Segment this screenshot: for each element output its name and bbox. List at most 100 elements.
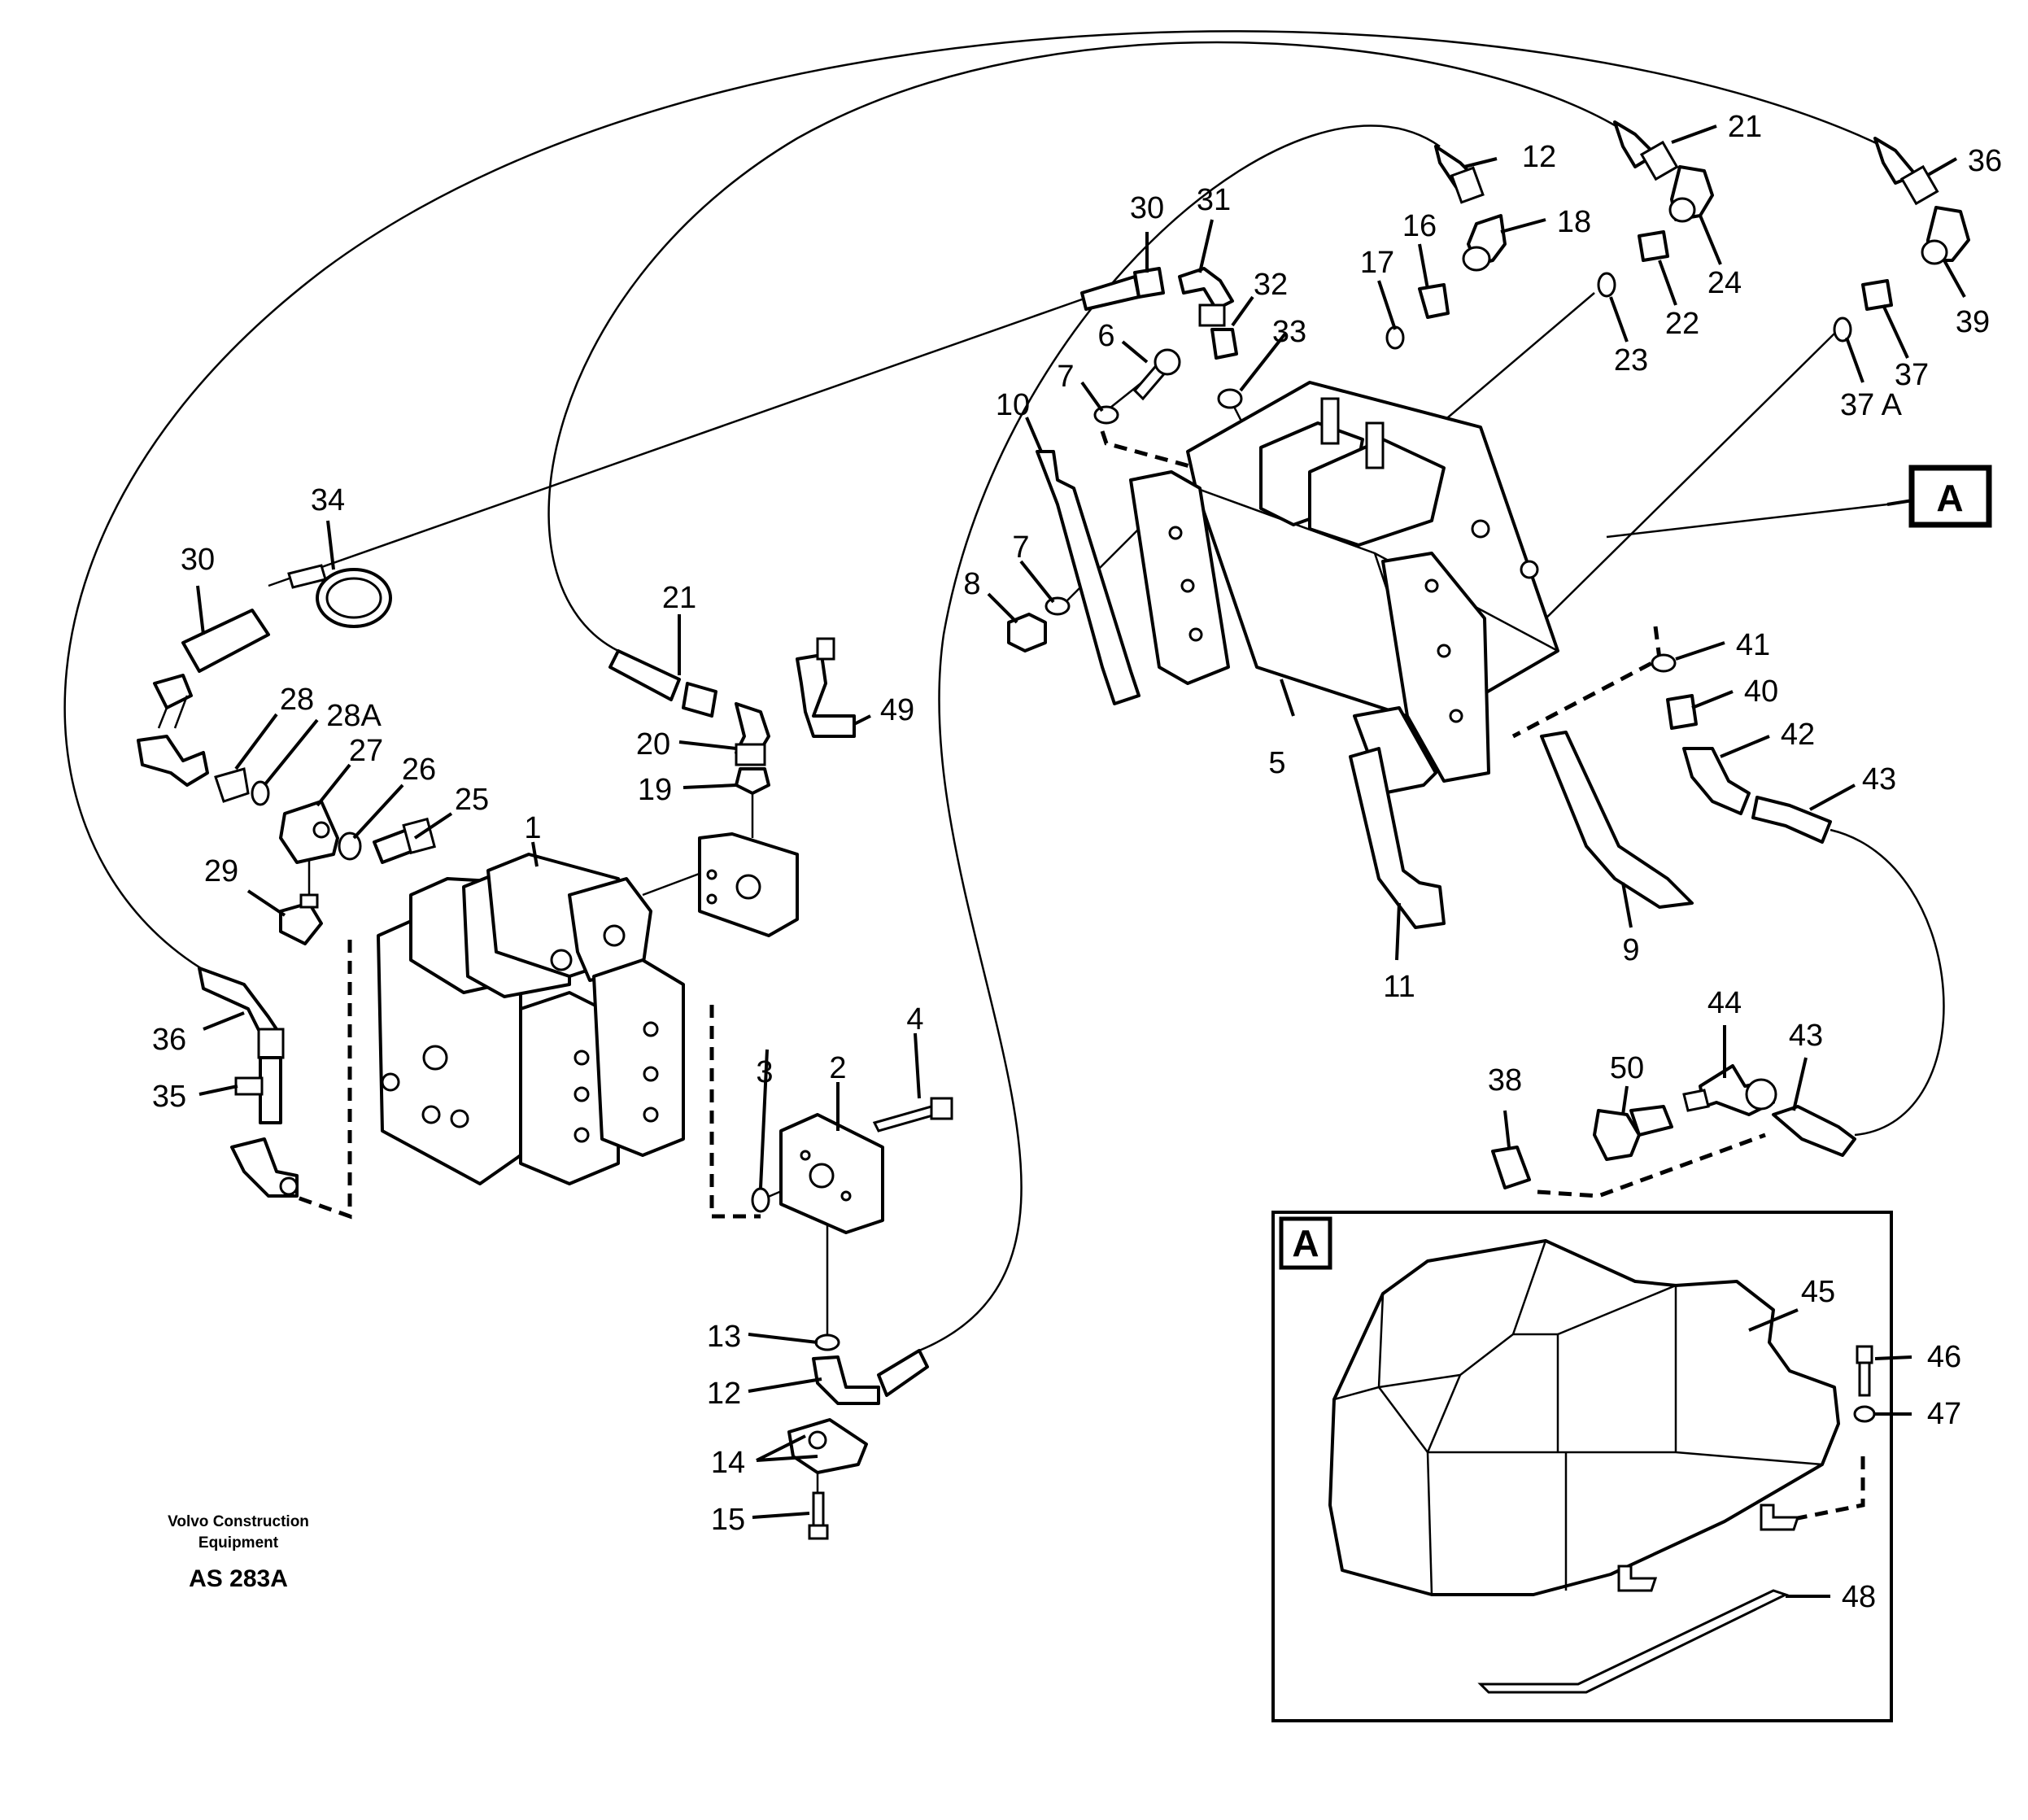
- callout-16: 16: [1402, 209, 1437, 243]
- lever-1: [1320, 397, 1340, 445]
- hose-end-21-left: [608, 649, 681, 701]
- pipe-37A: [1529, 333, 1835, 635]
- valve-port: [574, 1127, 590, 1143]
- valve-port: [422, 1045, 448, 1071]
- plate-hole: [1188, 627, 1203, 642]
- leader-41: [1675, 641, 1725, 661]
- plate-hole: [1168, 526, 1183, 540]
- leader-28A: [263, 718, 319, 787]
- lever-2: [1365, 421, 1385, 469]
- cover-foot-2: [1760, 1504, 1800, 1531]
- detail-marker-group: A: [1606, 465, 1992, 539]
- pipe-block: [642, 869, 709, 897]
- callout-31: 31: [1197, 183, 1231, 217]
- callout-13: 13: [707, 1320, 741, 1354]
- leader-3: [759, 1049, 769, 1189]
- leader-4: [914, 1032, 921, 1099]
- plate-hole: [1424, 578, 1439, 593]
- leader-27: [316, 763, 351, 807]
- callout-9: 9: [1622, 933, 1639, 967]
- nipple-40: [1666, 694, 1698, 730]
- washer-47: [1853, 1405, 1876, 1423]
- flange-14: [787, 1418, 868, 1474]
- valve-port: [643, 1021, 659, 1037]
- nut-21-left: [682, 682, 717, 718]
- callout-36-top: 36: [1968, 144, 2002, 178]
- leader-26: [352, 783, 404, 840]
- screw-15-head: [808, 1524, 829, 1540]
- tee-35: [259, 1056, 282, 1124]
- callout-labels: 1 2 3 4 5 6 7 7 8 9 10 11 12 12 13 14 15…: [152, 110, 2002, 1614]
- dash-7: [1100, 430, 1197, 470]
- callout-30-top: 30: [1130, 191, 1164, 225]
- leader-5: [1280, 679, 1295, 717]
- leader-11: [1395, 902, 1401, 961]
- callout-28A: 28A: [326, 699, 382, 733]
- callout-12-top: 12: [1522, 140, 1556, 174]
- callout-26: 26: [402, 753, 436, 787]
- spacer-hole: [800, 1150, 811, 1161]
- valve-port: [381, 1072, 400, 1092]
- leader-24: [1699, 215, 1722, 265]
- nut-18: [1462, 246, 1491, 272]
- tee-port: [279, 1176, 299, 1196]
- valve-port: [550, 949, 573, 971]
- nut-21-top: [1639, 140, 1679, 181]
- leader-34: [326, 520, 335, 570]
- adapter-hole: [706, 893, 717, 905]
- block-port: [1520, 560, 1539, 579]
- detail-marker-line: [1606, 503, 1888, 539]
- nut-12-top: [1450, 166, 1485, 204]
- seal-37A: [1833, 316, 1852, 343]
- company-name-line2: Equipment: [198, 1534, 279, 1552]
- nipple-49: [816, 637, 835, 661]
- leader-8: [987, 592, 1018, 624]
- leader-12-bottom: [748, 1377, 822, 1393]
- callout-45: 45: [1801, 1275, 1835, 1309]
- callout-19: 19: [638, 773, 672, 807]
- leader-31: [1198, 219, 1214, 273]
- cover-45-edge-7: [1511, 1240, 1547, 1335]
- bracket-9: [1540, 731, 1694, 909]
- seal-41: [1651, 653, 1677, 673]
- callout-43-bottom: 43: [1789, 1019, 1823, 1053]
- side-plate-right: [1381, 552, 1490, 783]
- leader-17: [1377, 280, 1397, 330]
- hose-21-arc: [547, 41, 1624, 652]
- leader-36-left: [203, 1011, 245, 1031]
- leader-45: [1748, 1308, 1799, 1332]
- callout-18: 18: [1557, 205, 1591, 239]
- callout-27: 27: [349, 734, 383, 768]
- elbow-50: [1593, 1109, 1641, 1161]
- nut-30-top: [1133, 267, 1165, 299]
- nipple-29: [299, 893, 319, 909]
- callout-17: 17: [1360, 246, 1394, 280]
- callout-22: 22: [1665, 307, 1699, 341]
- nut-36-top: [1899, 164, 1939, 206]
- bracket-10: [1036, 450, 1140, 705]
- nut-44: [1745, 1078, 1777, 1111]
- leader-7a: [1080, 381, 1104, 412]
- hose-end-30-top: [1080, 275, 1140, 311]
- callout-33: 33: [1272, 315, 1306, 349]
- hose-end-12-bottom: [877, 1349, 929, 1397]
- leader-46: [1874, 1355, 1912, 1360]
- leader-36-top: [1927, 157, 1957, 177]
- callout-50: 50: [1610, 1051, 1644, 1085]
- leader-10: [1025, 417, 1043, 452]
- fitting-50: [1629, 1105, 1673, 1137]
- leader-39: [1943, 260, 1966, 298]
- elbow-12-bottom: [812, 1355, 880, 1405]
- callout-49: 49: [880, 693, 914, 727]
- callout-20: 20: [636, 727, 670, 762]
- bolt-4-head: [930, 1097, 953, 1120]
- nut-36-left: [257, 1028, 285, 1059]
- hose-36-arc: [63, 30, 1884, 974]
- leader-6: [1121, 340, 1149, 364]
- leader-1: [531, 841, 539, 867]
- detail-frame-label: A: [1292, 1222, 1319, 1264]
- detail-marker-label: A: [1936, 477, 1963, 519]
- detail-frame: [1271, 1211, 1893, 1722]
- tee-fitting-left: [137, 735, 209, 787]
- leader-35: [198, 1085, 238, 1096]
